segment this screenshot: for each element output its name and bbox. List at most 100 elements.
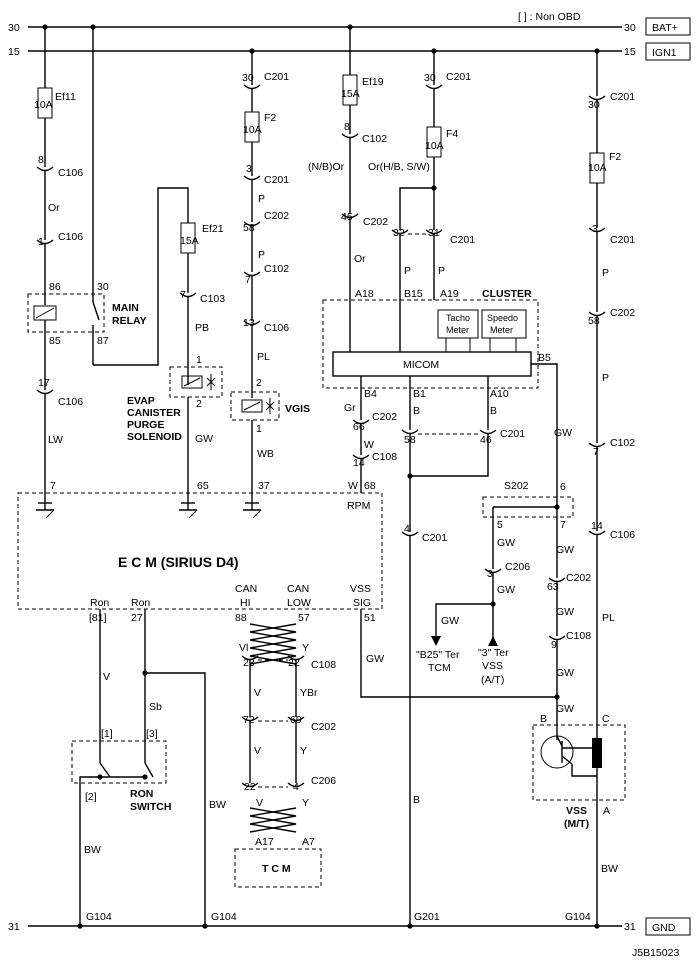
wire-pb: PB (195, 322, 209, 334)
vss-ref-3: (A/T) (481, 674, 504, 686)
wire-b-b: B (490, 405, 497, 417)
c202-label-d: C202 (311, 721, 336, 733)
main-relay-title-1: MAIN (112, 302, 139, 314)
s202-pin-6: 6 (560, 481, 566, 493)
wire-gr: Gr (344, 402, 356, 414)
wire-v-ron: V (103, 671, 110, 683)
ecm-ron-2: Ron (131, 597, 150, 609)
vss-pin-a: A (603, 805, 610, 817)
evap-title-4: SOLENOID (127, 431, 182, 443)
c106-label-d: C106 (264, 322, 289, 334)
evap-pin-2: 2 (196, 398, 202, 410)
wire-ybr: YBr (300, 687, 318, 699)
micom-label: MICOM (403, 359, 439, 371)
c108-pin-9: 9 (551, 639, 557, 651)
c102-pin-7-b: 7 (593, 446, 599, 458)
c202-pin-72: 72 (243, 714, 255, 726)
c202-pin-45: 45 (341, 211, 353, 223)
ecm-pin-51: 51 (364, 612, 376, 624)
speedo-label-1: Speedo (487, 313, 518, 323)
wire-v-b: V (254, 745, 261, 757)
tcm-pin-a17: A17 (255, 836, 274, 848)
c201-label-f: C201 (422, 532, 447, 544)
ecm-vss-sig-1: VSS (350, 583, 371, 595)
cluster-pin-a19: A19 (440, 288, 459, 300)
ecm-pin-65: 65 (197, 480, 209, 492)
ef21-rating: 15A (180, 235, 199, 247)
ecm-title: E C M (SIRIUS D4) (118, 554, 239, 570)
c108-pin-23: 23 (243, 657, 255, 669)
non-obd-legend: [ ] : Non OBD (518, 11, 581, 23)
c202-pin-69: 69 (290, 714, 302, 726)
tcm-ref-1: "B25" Ter (416, 649, 460, 661)
ecm-pin-81: [81] (89, 612, 107, 624)
wire-gw-b5: GW (554, 427, 572, 439)
vss-mt-title-1: VSS (566, 805, 587, 817)
c108-pin-22: 22 (288, 657, 300, 669)
ecm-rpm-label: RPM (347, 500, 370, 512)
c106-pin-1: 1 (38, 236, 44, 248)
c106-label-e: C106 (610, 529, 635, 541)
wire-lw: LW (48, 434, 63, 446)
wire-p-e: P (602, 267, 609, 279)
bat-rail-number: 30 (8, 22, 20, 34)
ef11-rating: 10A (34, 99, 53, 111)
pin-17: 17 (38, 377, 50, 389)
tacho-label-2: Meter (446, 325, 469, 335)
vss-sig-wire: 51 GW (360, 609, 560, 700)
wire-or-hb: Or(H/B, S/W) (368, 161, 430, 173)
speedo-label-2: Meter (490, 325, 513, 335)
vss-pin-c: C (602, 713, 610, 725)
wire-nb-or: (N/B)Or (308, 161, 345, 173)
ecm-pin-88: 88 (235, 612, 247, 624)
c108-label-a: C108 (372, 451, 397, 463)
relay-pin-87: 87 (97, 335, 109, 347)
cluster-pin-a18: A18 (355, 288, 374, 300)
g201-label: G201 (414, 911, 440, 923)
c201-pin-3: 3 (246, 163, 252, 175)
gnd-rail: 31 31 GND (8, 917, 691, 936)
tcm-ref-2: TCM (428, 662, 451, 674)
wire-y-b: Y (300, 745, 307, 757)
c103-pin-7: 7 (180, 289, 186, 301)
evap-title-2: CANISTER (127, 407, 181, 419)
f4-circuit: 30 C201 F4 10A Or(H/B, S/W) 32 31 C201 P… (368, 51, 475, 352)
cluster-pin-a10: A10 (490, 388, 509, 400)
c201-pin-30: 30 (242, 72, 254, 84)
ef19-circuit: Ef19 15A 8 C102 (N/B)Or 45 C202 Or A18 (308, 27, 388, 352)
ecm-vss-sig-2: SIG (353, 597, 371, 609)
relay-pin-30: 30 (97, 281, 109, 293)
vgis-pin-2: 2 (256, 377, 262, 389)
c106-label-a: C106 (58, 167, 83, 179)
cluster-pin-b4: B4 (364, 388, 377, 400)
wire-b-c: B (413, 794, 420, 806)
vss-pin-b: B (540, 713, 547, 725)
wire-wb: WB (257, 448, 274, 460)
wire-bw-c: BW (601, 863, 618, 875)
wire-pl-b: PL (602, 612, 615, 624)
c106-label-b: C106 (58, 231, 83, 243)
wire-gw-d: GW (556, 606, 574, 618)
g104-label-b: G104 (211, 911, 237, 923)
c206-pin-3: 3 (487, 568, 493, 580)
g104-label-c: G104 (565, 911, 591, 923)
cluster-pin-b5: B5 (538, 352, 551, 364)
wire-gw-f: GW (556, 703, 574, 715)
ef11-label: Ef11 (55, 91, 76, 103)
ecm: RPM E C M (SIRIUS D4) Ron Ron CAN HI CAN… (17, 492, 383, 610)
c202-label-e: C202 (566, 572, 591, 584)
g104-label-a: G104 (86, 911, 112, 923)
c201-label-c: C201 (446, 71, 471, 83)
c202-pin-58: 58 (243, 222, 255, 234)
ign-rail-number-right: 15 (624, 46, 636, 58)
wire-y-c: Y (302, 797, 309, 809)
figure-id: J5B15023 (632, 947, 679, 959)
gnd-rail-number: 31 (8, 921, 20, 933)
wire-or-b: Or (354, 253, 366, 265)
ef19-label: Ef19 (362, 76, 384, 88)
wire-y-a: Y (302, 642, 309, 654)
wire-p-c: P (404, 265, 411, 277)
ron-pin-2: [2] (85, 791, 97, 803)
vgis-title: VGIS (285, 403, 310, 415)
